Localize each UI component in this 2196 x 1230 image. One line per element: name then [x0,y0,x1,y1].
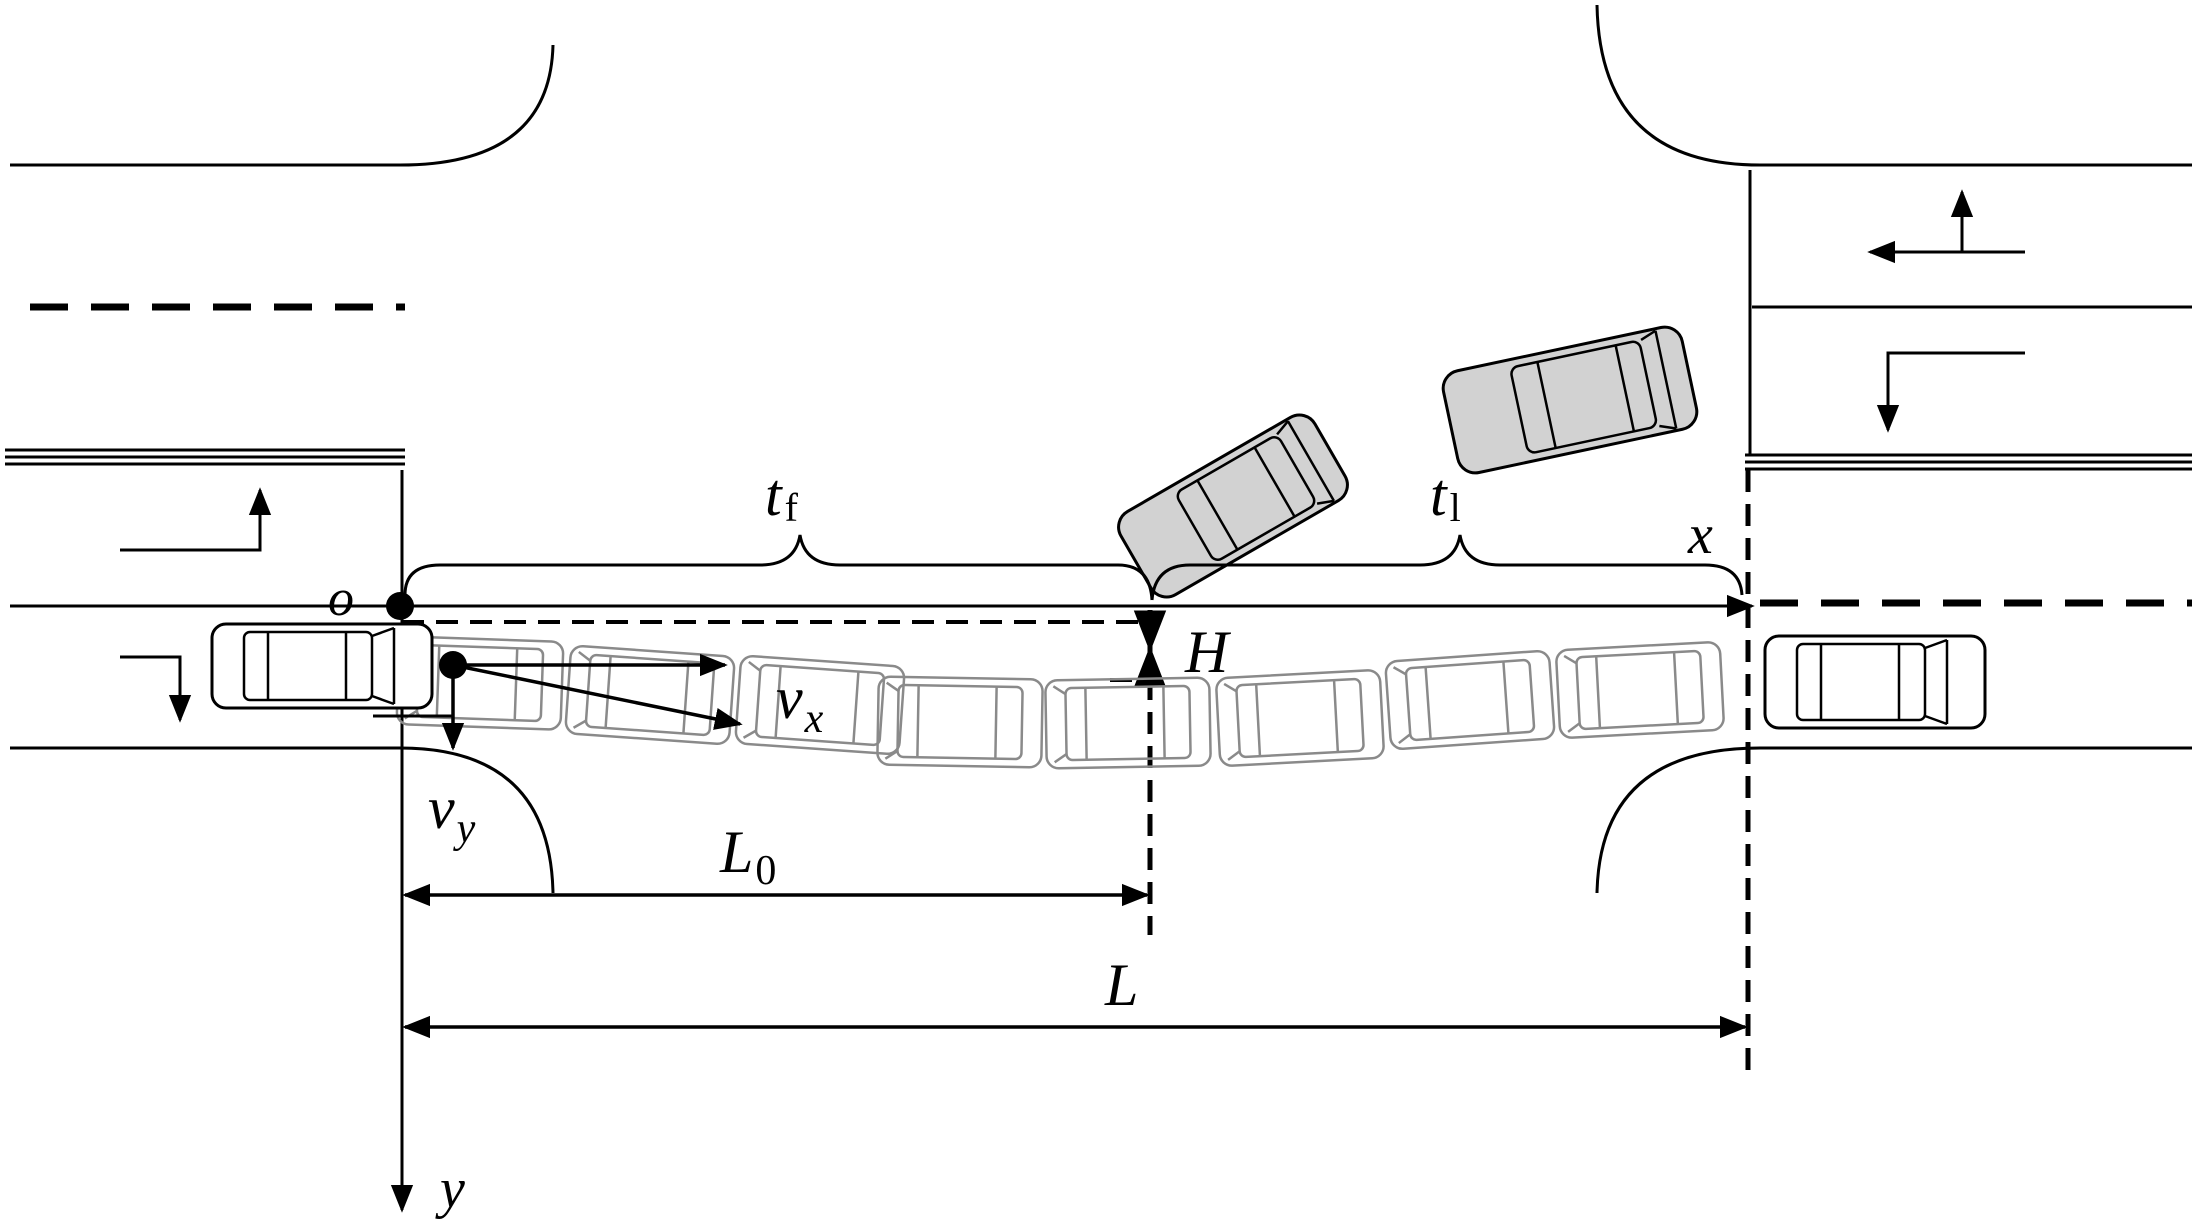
bottom-right-curb [1595,746,2192,894]
ghost-car-icon [1215,669,1385,767]
t-l-label: tl [1430,462,1461,530]
h-label: H [1184,619,1232,685]
bottom-left-curb [10,746,555,894]
trajectory-ghost-cars [395,635,1725,770]
top-right-curb [1595,4,2192,167]
double-center-lines [5,448,2192,471]
ghost-car-icon [1384,649,1556,751]
road-edges [10,4,2192,894]
y-axis-label: y [435,1158,465,1220]
velocity-origin-point [439,651,467,679]
ego-car-end [1763,634,1987,730]
braces [403,534,1744,601]
ghost-car-icon [876,675,1044,769]
t-f-brace [403,534,1154,601]
car-icon [1763,634,1987,730]
t-l-brace [1150,534,1744,601]
conflict-car-1 [1117,413,1349,599]
v-y-label: vy [428,775,476,852]
turn-down-arrow-icon [1876,351,2025,433]
lane-arrows [120,189,2025,723]
ghost-car-icon [1044,676,1212,770]
origin-point [386,592,414,620]
car-icon [1441,325,1699,475]
dimension-lines [402,883,1748,1039]
coordinate-axes [390,470,1755,1213]
car-icon [210,622,434,710]
labels: o x y tf tl H vx vy L0 L [328,462,1713,1220]
dashed-lane-lines [30,303,2192,607]
v-x-label: vx [776,665,824,742]
top-left-curb [10,44,555,167]
t-f-label: tf [765,462,799,530]
turn-left-arrow-icon [120,487,272,552]
origin-label: o [328,570,354,627]
turn-right-arrow-icon [120,655,192,723]
ego-car-start [210,622,434,710]
ghost-car-icon [1555,641,1725,739]
x-axis-label: x [1687,504,1713,566]
h-gap-arrow [1133,610,1167,688]
car-icon [1117,413,1349,599]
ghost-car-icon [734,654,906,756]
l-label: L [1104,952,1138,1018]
l0-label: L0 [719,819,776,894]
reference-dashed-lines [402,470,1751,1075]
conflict-car-2 [1441,325,1699,475]
